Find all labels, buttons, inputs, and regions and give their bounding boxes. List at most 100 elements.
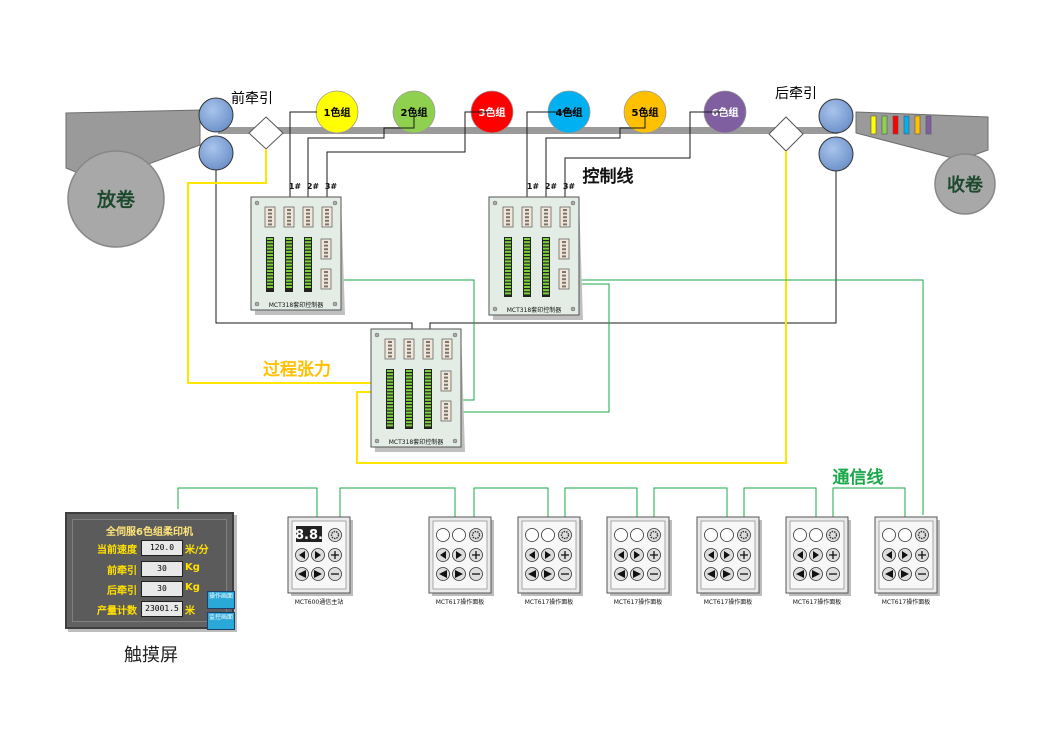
led-segment xyxy=(387,408,393,411)
connector-pin xyxy=(563,223,567,226)
fast-right-icon xyxy=(901,570,909,578)
led-segment xyxy=(406,379,412,382)
led-segment xyxy=(425,418,431,420)
led-segment xyxy=(305,273,311,276)
gear-icon[interactable] xyxy=(328,528,342,542)
gear-icon[interactable] xyxy=(826,528,840,542)
speed-value[interactable]: 120.0 xyxy=(141,540,183,556)
gear-icon[interactable] xyxy=(469,528,483,542)
led-segment xyxy=(425,389,431,392)
led-segment xyxy=(425,414,431,417)
led-segment xyxy=(505,263,511,266)
led-segment xyxy=(406,392,412,395)
gear-icon[interactable] xyxy=(737,528,751,542)
led-segment xyxy=(286,273,292,276)
led-segment xyxy=(505,257,511,260)
connector-pin xyxy=(544,216,548,219)
front-traction-unit: Kg xyxy=(185,562,200,573)
gear-icon[interactable] xyxy=(915,528,929,542)
led-segment xyxy=(286,286,292,288)
led-segment xyxy=(406,395,412,398)
rewind-drum xyxy=(934,153,996,215)
touchscreen-display: 全伺服6色组柔印机 当前速度 120.0 米/分 前牵引 30 Kg 后牵引 3… xyxy=(72,519,235,630)
panel-5: MCT617操作面板 xyxy=(696,516,762,606)
connector-pin xyxy=(506,216,510,219)
connector-pin xyxy=(325,209,329,211)
led-segment xyxy=(425,386,431,388)
color-mark xyxy=(903,115,910,135)
connector-pin xyxy=(388,355,392,358)
led-segment xyxy=(406,398,412,401)
led-segment xyxy=(286,276,292,279)
connector-pin xyxy=(325,216,329,219)
gear-teeth xyxy=(330,530,340,540)
panel-4: MCT617操作面板 xyxy=(606,516,672,606)
connector-pin xyxy=(287,219,291,222)
gear-icon[interactable] xyxy=(558,528,572,542)
gear-icon[interactable] xyxy=(647,528,661,542)
color-mark xyxy=(892,115,899,135)
led-segment xyxy=(524,257,530,260)
connector-pin xyxy=(445,348,449,351)
touchscreen: 全伺服6色组柔印机 当前速度 120.0 米/分 前牵引 30 Kg 后牵引 3… xyxy=(65,512,235,630)
led-segment xyxy=(524,250,530,253)
rear-traction-value[interactable]: 30 xyxy=(141,581,183,597)
indicator-lamp xyxy=(630,528,644,542)
operation-screen-button[interactable]: 操作画面 xyxy=(207,591,235,609)
controller-port-label: 3# xyxy=(325,182,338,191)
arrow-left-icon xyxy=(886,551,892,559)
color-group-label: 1色组 xyxy=(324,106,351,119)
led-segment xyxy=(524,263,530,266)
connector-pin xyxy=(325,219,329,222)
gear-teeth xyxy=(649,530,659,540)
arrow-right-icon xyxy=(315,551,321,559)
connector-pin xyxy=(325,223,329,226)
led-segment xyxy=(267,263,273,266)
controller-3: MCT318套印控制器 xyxy=(370,328,465,452)
connector-pin xyxy=(444,410,448,413)
controller-port-label: 1# xyxy=(527,182,540,191)
led-segment xyxy=(505,266,511,269)
led-segment xyxy=(505,250,511,253)
connector-pin xyxy=(324,278,328,281)
connector-pin xyxy=(506,223,510,226)
fast-left-icon xyxy=(528,570,536,578)
output-count-value[interactable]: 23001.5 xyxy=(141,601,183,617)
connector-pin xyxy=(544,212,548,215)
led-segment xyxy=(267,247,273,250)
connector-pin xyxy=(324,241,328,243)
connector-pin xyxy=(544,223,548,226)
led-segment xyxy=(267,244,273,247)
led-segment xyxy=(425,411,431,414)
fast-right-icon xyxy=(633,570,641,578)
led-segment xyxy=(305,254,311,256)
connector-pin xyxy=(563,216,567,219)
front-traction-value[interactable]: 30 xyxy=(141,561,183,577)
led-segment xyxy=(524,289,530,292)
connector-pin xyxy=(525,212,529,215)
gear-teeth xyxy=(471,530,481,540)
connector-pin xyxy=(506,219,510,222)
connector-pin xyxy=(562,271,566,273)
front-traction-row: 前牵引 30 Kg xyxy=(73,561,228,578)
led-segment xyxy=(305,250,311,253)
controller-label: MCT318套印控制器 xyxy=(389,438,443,446)
connector-pin xyxy=(407,341,411,343)
connector-pin xyxy=(306,223,310,226)
connector-pin xyxy=(444,373,448,375)
connector-pin xyxy=(525,223,529,226)
led-segment xyxy=(425,402,431,404)
led-segment xyxy=(543,241,549,244)
gear-teeth xyxy=(917,530,927,540)
led-segment xyxy=(406,389,412,392)
screw xyxy=(452,438,458,444)
monitor-screen-button[interactable]: 监控画面 xyxy=(207,612,235,630)
led-segment xyxy=(543,292,549,295)
plus-icon xyxy=(918,551,926,559)
led-segment xyxy=(387,382,393,385)
led-segment xyxy=(543,263,549,266)
connector-pin xyxy=(445,351,449,354)
connector-pin xyxy=(506,209,510,211)
led-segment xyxy=(387,424,393,427)
led-segment xyxy=(425,370,431,372)
